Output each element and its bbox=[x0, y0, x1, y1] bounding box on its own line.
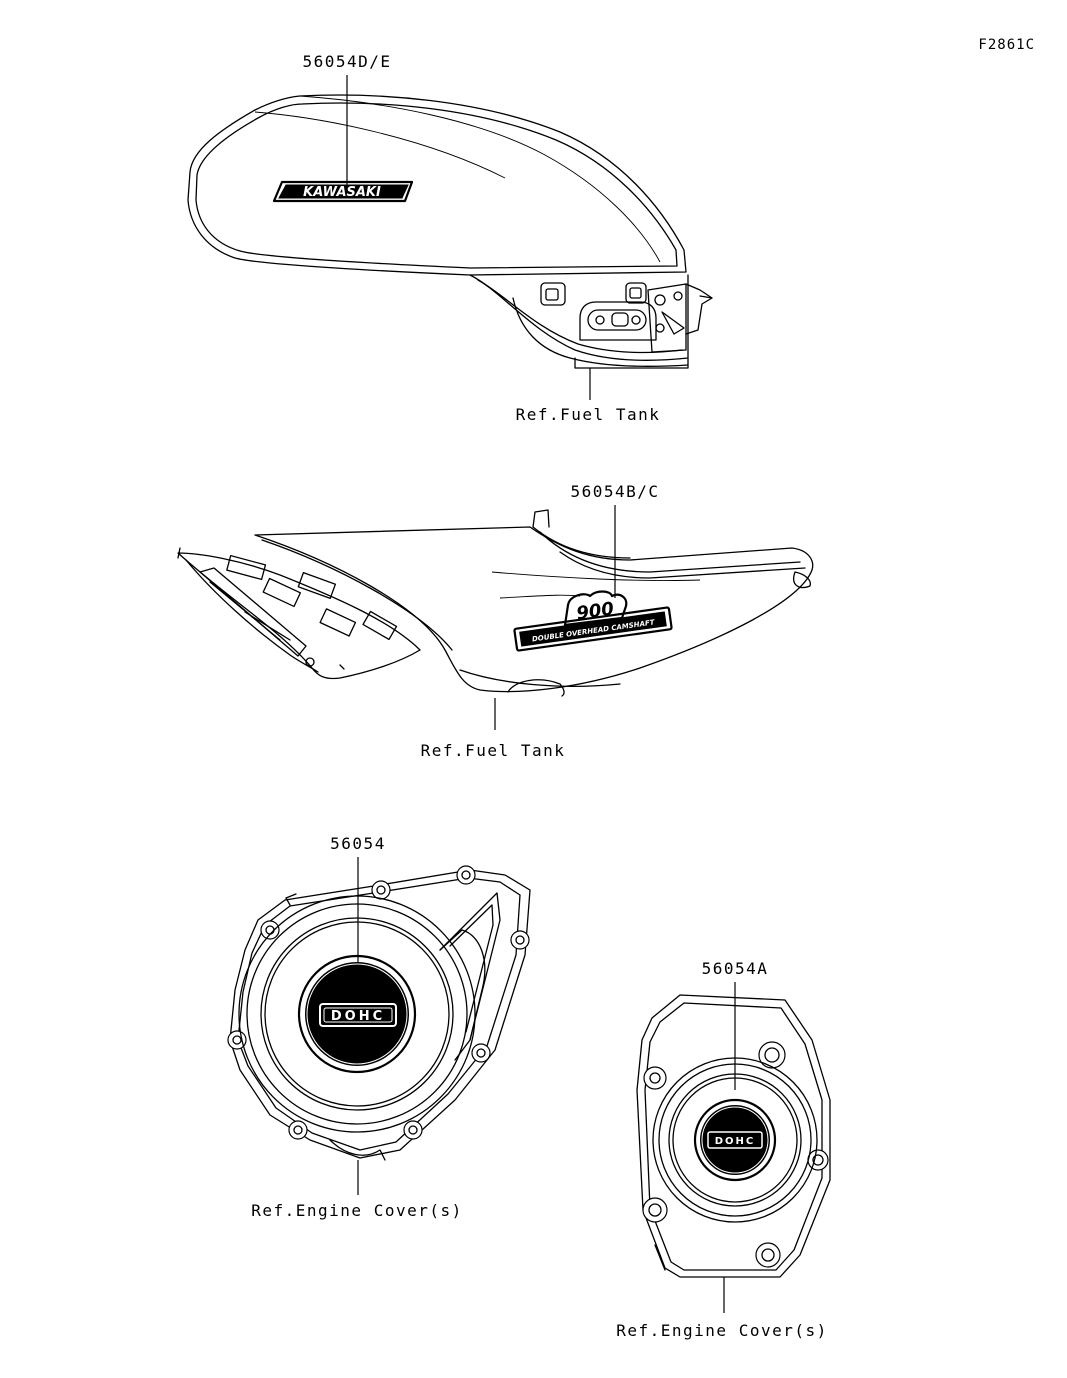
cover-left-decal-text: DOHC bbox=[331, 1009, 385, 1024]
tank-side-part-label[interactable]: 56054B/C bbox=[570, 482, 659, 501]
tank-top-decal-text: KAWASAKI bbox=[303, 185, 381, 200]
cover-right-group: 56054A DOHC Ref.Engine Cover bbox=[616, 959, 831, 1340]
tank-side-group: 56054B/C DOUBLE OVERHEAD CAMSHAFT 900 bbox=[177, 482, 814, 760]
fuel-tank-top-drawing: KAWASAKI bbox=[187, 94, 713, 369]
fuel-tank-side-drawing: DOUBLE OVERHEAD CAMSHAFT 900 bbox=[177, 509, 814, 697]
cover-left-ref-label[interactable]: Ref.Engine Cover(s) bbox=[251, 1201, 463, 1220]
cover-left-group: 56054 bbox=[227, 834, 531, 1220]
tank-top-group: 56054D/E KAWASAKI bbox=[187, 52, 713, 424]
engine-cover-left-drawing: DOHC bbox=[227, 865, 531, 1161]
cover-right-ref-label[interactable]: Ref.Engine Cover(s) bbox=[616, 1321, 828, 1340]
figure-code: F2861C bbox=[978, 37, 1035, 53]
tank-side-decal-number: 900 bbox=[575, 598, 615, 624]
cover-right-part-label[interactable]: 56054A bbox=[702, 959, 769, 978]
cover-left-part-label[interactable]: 56054 bbox=[330, 834, 386, 853]
tank-side-ref-label[interactable]: Ref.Fuel Tank bbox=[421, 741, 566, 760]
tank-top-ref-label[interactable]: Ref.Fuel Tank bbox=[516, 405, 661, 424]
tank-top-part-label[interactable]: 56054D/E bbox=[302, 52, 391, 71]
cover-right-decal-text: DOHC bbox=[715, 1136, 756, 1147]
engine-cover-right-drawing: DOHC bbox=[636, 994, 831, 1278]
